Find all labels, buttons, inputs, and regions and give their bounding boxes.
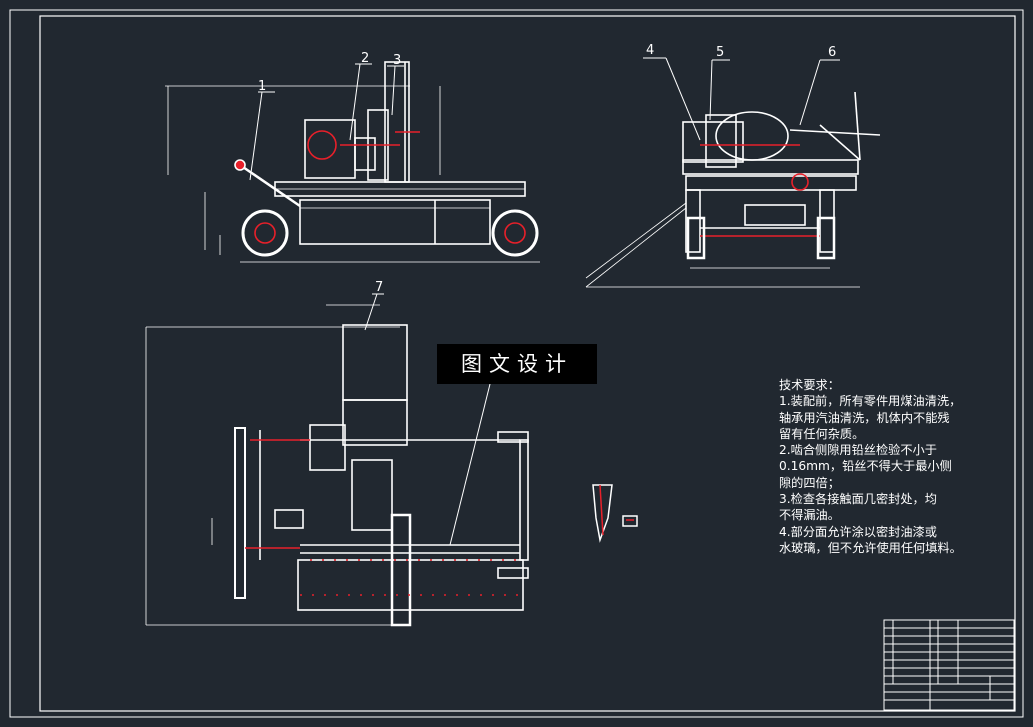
- part-label-7: 7: [375, 280, 383, 295]
- part-label-5: 5: [716, 45, 724, 60]
- inner-border: [39, 15, 1016, 712]
- tech-line: 轴承用汽油清洗，机体内不能残: [779, 410, 950, 425]
- part-label-1: 1: [258, 79, 266, 94]
- end-view: [585, 91, 881, 288]
- tech-line: 3.检查各接触面几密封处，均: [779, 492, 937, 507]
- side-view: [165, 61, 540, 263]
- tech-line: 1.装配前，所有零件用煤油清洗，: [779, 394, 962, 409]
- tech-line: 不得漏油。: [779, 508, 840, 523]
- tech-line: 隙的四倍；: [779, 475, 840, 490]
- tech-line: 2.啮合侧隙用铅丝检验不小于: [779, 443, 937, 458]
- watermark-stamp: 图文设计: [437, 344, 597, 384]
- plan-view: [145, 304, 529, 627]
- tech-line: 0.16mm，铅丝不得大于最小侧: [779, 459, 952, 474]
- detail-parts: [592, 484, 638, 543]
- title-block: [883, 619, 1015, 711]
- tech-requirements-title: 技术要求：: [779, 378, 840, 392]
- leader-lines: [249, 57, 840, 546]
- part-label-6: 6: [828, 45, 836, 60]
- tech-line: 留有任何杂质。: [779, 426, 865, 441]
- part-label-2: 2: [361, 51, 369, 66]
- part-label-3: 3: [393, 53, 401, 68]
- outer-border: [9, 9, 1024, 718]
- tech-requirements: 技术要求： 1.装配前，所有零件用煤油清洗， 轴承用汽油清洗，机体内不能残 留有…: [779, 377, 1029, 556]
- part-label-4: 4: [646, 43, 654, 58]
- tech-line: 水玻璃，但不允许使用任何填料。: [779, 540, 962, 555]
- tech-line: 4.部分面允许涂以密封油漆或: [779, 524, 937, 539]
